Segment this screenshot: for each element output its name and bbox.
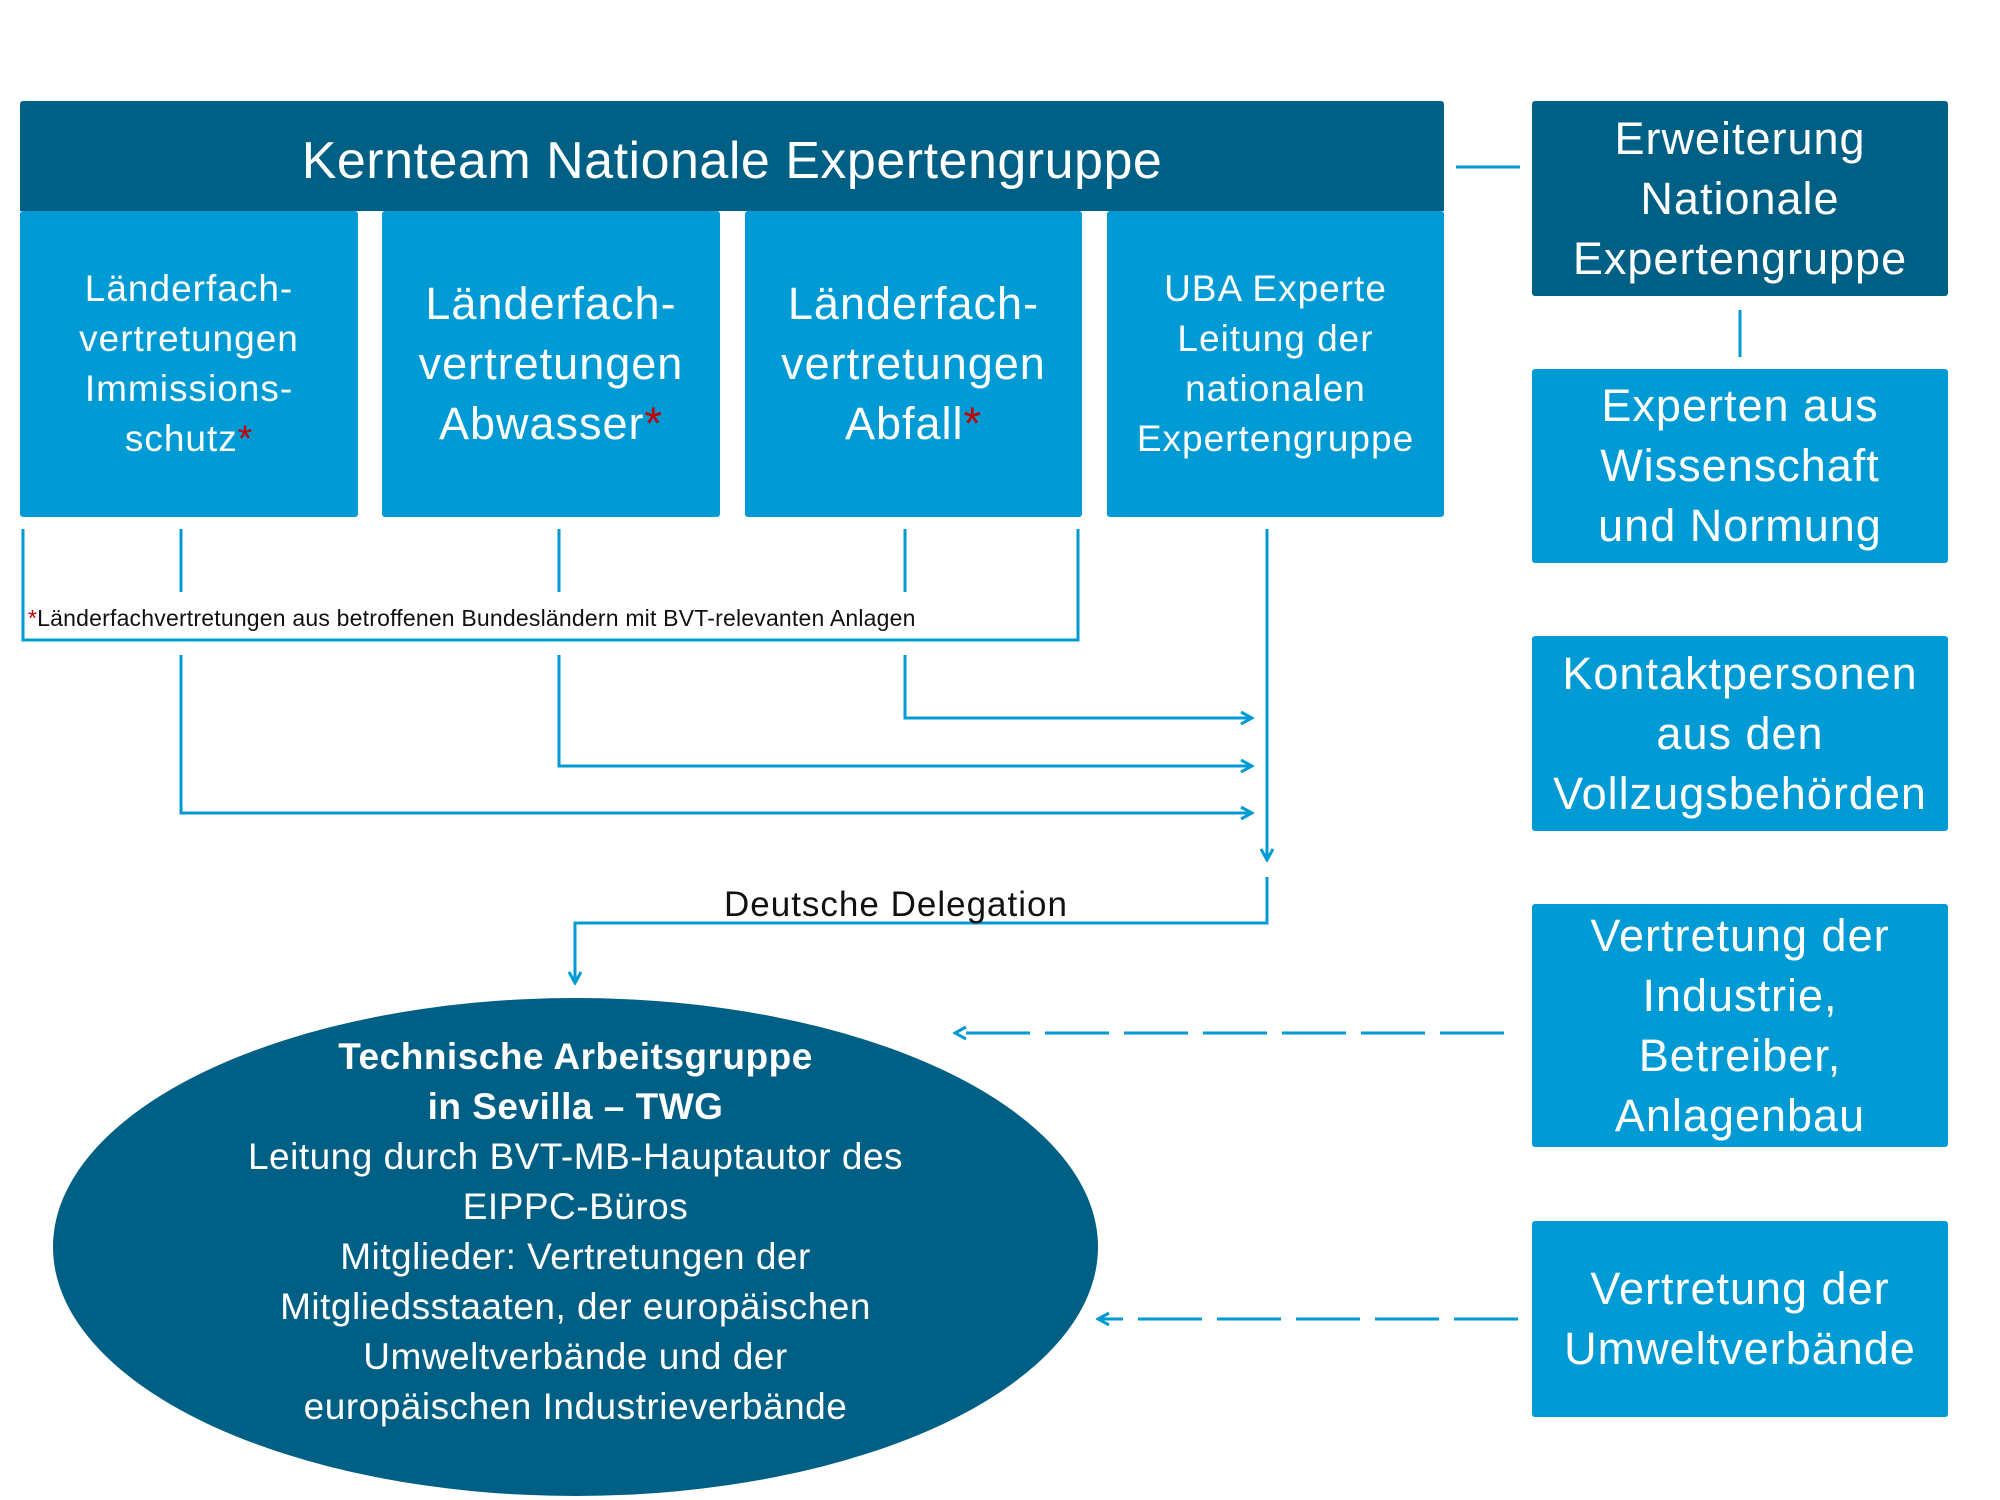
side-line: Wissenschaft: [1600, 440, 1880, 491]
twg-body-line: Mitgliedsstaaten, der europäischen: [280, 1286, 871, 1327]
twg-body-line: Mitglieder: Vertretungen der: [340, 1236, 811, 1277]
arrow-abwasser: [557, 655, 1252, 766]
core-team-header: Kernteam Nationale Expertengruppe: [20, 101, 1444, 211]
member-line: Länderfach-: [425, 278, 677, 329]
twg-title-line: Technische Arbeitsgruppe: [338, 1036, 813, 1077]
asterisk-marker: *: [963, 398, 983, 449]
side-box-extension: Erweiterung Nationale Expertengruppe: [1532, 101, 1948, 296]
delegation-label: Deutsche Delegation: [724, 885, 1068, 924]
footnote-text: Länderfachvertretungen aus betroffenen B…: [37, 605, 916, 631]
side-line: Vertretung der: [1590, 909, 1890, 961]
member-line-text: Abwasser: [438, 398, 645, 449]
side-line: Umweltverbände: [1564, 1323, 1916, 1374]
member-line: Abwasser*: [439, 394, 663, 454]
member-line: vertretungen: [79, 318, 299, 359]
asterisk-marker: *: [237, 418, 254, 459]
side-line: Nationale: [1640, 172, 1840, 224]
twg-ellipse: Technische Arbeitsgruppe in Sevilla – TW…: [53, 998, 1098, 1496]
side-line: Betreiber,: [1638, 1029, 1842, 1081]
side-line: Expertengruppe: [1572, 232, 1908, 284]
twg-title-line: in Sevilla – TWG: [427, 1086, 724, 1127]
member-line: nationalen: [1185, 368, 1366, 409]
member-line: Länderfach-: [84, 268, 294, 309]
footnote-bracket: [21, 529, 1080, 642]
member-line-text: schutz: [124, 418, 238, 459]
side-line: aus den: [1656, 707, 1824, 759]
side-box-authorities: Kontaktpersonen aus den Vollzugsbehörden: [1532, 636, 1948, 831]
twg-body-line: EIPPC-Büros: [462, 1186, 689, 1227]
side-line: Vollzugsbehörden: [1553, 767, 1927, 819]
member-line: Leitung der: [1177, 318, 1374, 359]
side-line: und Normung: [1598, 500, 1882, 551]
member-line: Abfall*: [845, 394, 982, 454]
member-box-immission: Länderfach- vertretungen Immissions- sch…: [20, 211, 358, 517]
side-line: Kontaktpersonen: [1562, 647, 1918, 699]
arrow-abfall: [903, 655, 1252, 718]
side-box-science: Experten aus Wissenschaft und Normung: [1532, 369, 1948, 563]
core-team-title: Kernteam Nationale Expertengruppe: [301, 132, 1163, 190]
member-box-uba-expert: UBA Experte Leitung der nationalen Exper…: [1107, 211, 1444, 517]
member-line: Expertengruppe: [1136, 418, 1415, 459]
arrow-immission: [179, 655, 1252, 813]
side-box-industry: Vertretung der Industrie, Betreiber, Anl…: [1532, 904, 1948, 1147]
member-line: vertretungen: [418, 338, 684, 389]
member-line: Immissions-: [84, 368, 294, 409]
member-box-abwasser: Länderfach- vertretungen Abwasser*: [382, 211, 720, 517]
side-line: Experten aus: [1601, 380, 1879, 431]
side-line: Industrie,: [1642, 969, 1838, 1021]
member-line: UBA Experte: [1164, 268, 1387, 309]
side-line: Vertretung der: [1590, 1263, 1890, 1314]
footnote-asterisk: *: [28, 605, 38, 631]
member-line: Länderfach-: [787, 278, 1040, 329]
member-line-text: Abfall: [844, 398, 964, 449]
arrow-delegation: [575, 877, 1269, 983]
side-line: Erweiterung: [1614, 112, 1866, 164]
footnote: *Länderfachvertretungen aus betroffenen …: [28, 605, 916, 632]
side-line: Anlagenbau: [1614, 1089, 1866, 1141]
twg-body-line: Umweltverbände und der: [363, 1336, 788, 1377]
member-line: vertretungen: [781, 338, 1046, 389]
member-line: schutz*: [125, 414, 253, 464]
asterisk-marker: *: [644, 398, 664, 449]
twg-body-line: europäischen Industrieverbände: [303, 1386, 848, 1427]
member-box-abfall: Länderfach- vertretungen Abfall*: [745, 211, 1082, 517]
side-box-environment: Vertretung der Umweltverbände: [1532, 1221, 1948, 1417]
twg-body-line: Leitung durch BVT-MB-Hauptautor des: [247, 1136, 904, 1177]
